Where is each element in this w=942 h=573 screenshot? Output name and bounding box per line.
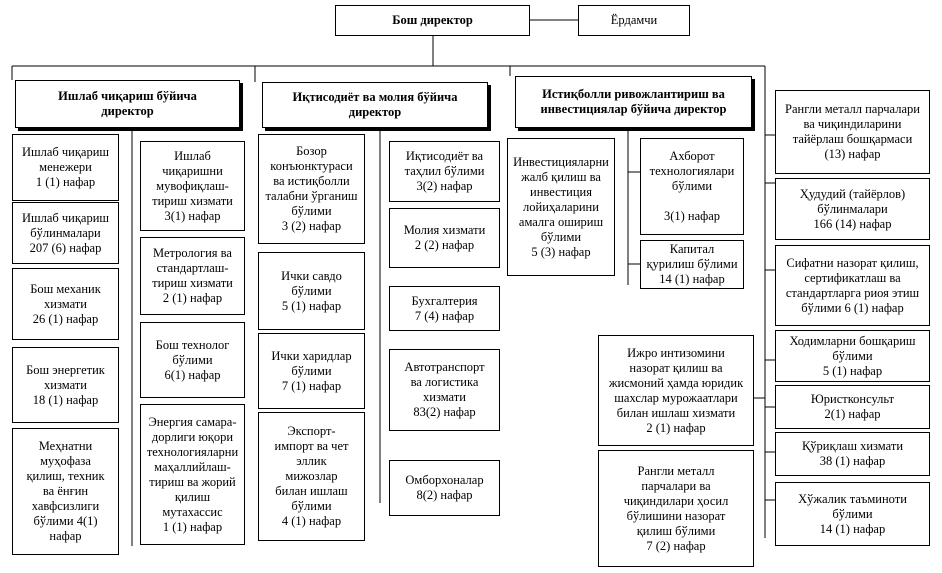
right-column-unit: Сифатни назорат қилиш, сертификатлаш ва … [775, 245, 930, 326]
production-unit: Ишлаб чиқариш менежери 1 (1) нафар [12, 134, 119, 201]
control-unit: Ижро интизомини назорат қилиш ва жисмони… [598, 335, 754, 446]
production-unit: Бош технолог бўлими 6(1) нафар [140, 322, 245, 398]
economics-unit: Бозор конъюнктураси ва истиқболли талабн… [258, 134, 365, 244]
prospective-unit: Инвестицияларни жалб қилиш ва инвестиция… [507, 138, 615, 276]
assistant-box: Ёрдамчи [578, 5, 690, 36]
production-unit: Ишлаб чиқариш бўлинмалари 207 (6) нафар [12, 202, 119, 264]
economics-unit: Экспорт- импорт ва чет эллик мижозлар би… [258, 412, 365, 541]
production-unit: Бош механик хизмати 26 (1) нафар [12, 268, 119, 340]
economics-unit: Ички харидлар бўлими 7 (1) нафар [258, 333, 365, 409]
economics-unit: Иқтисодиёт ва таҳлил бўлими 3(2) нафар [389, 141, 500, 202]
right-column-unit: Ҳудудий (тайёрлов) бўлинмалари 166 (14) … [775, 178, 930, 240]
economics-unit: Бухгалтерия 7 (4) нафар [389, 286, 500, 331]
production-unit: Бош энергетик хизмати 18 (1) нафар [12, 347, 119, 423]
production-unit: Метрология ва стандартлаш- тириш хизмати… [140, 237, 245, 315]
ceo-box: Бош директор [335, 5, 530, 36]
prospective-unit: Ахборот технологиялари бўлими 3(1) нафар [640, 138, 744, 235]
prospective-unit: Капитал қурилиш бўлими 14 (1) нафар [640, 240, 744, 289]
economics-director-box: Иқтисодиёт ва молия бўйича директор [262, 82, 488, 128]
prospective-director-box: Истиқболли ривожлантириш ва инвестицияла… [515, 76, 752, 128]
economics-unit: Ички савдо бўлими 5 (1) нафар [258, 252, 365, 330]
economics-unit: Молия хизмати 2 (2) нафар [389, 208, 500, 268]
right-column-unit: Қўриқлаш хизмати 38 (1) нафар [775, 432, 930, 476]
production-director-box: Ишлаб чиқариш бўйича директор [15, 80, 240, 128]
production-unit: Ишлаб чиқаришни мувофиқлаш- тириш хизмат… [140, 141, 245, 231]
right-column-unit: Юристконсульт 2(1) нафар [775, 385, 930, 429]
right-column-unit: Ходимларни бошқариш бўлими 5 (1) нафар [775, 330, 930, 382]
control-unit: Рангли металл парчалари ва чиқиндилари ҳ… [598, 450, 754, 567]
production-unit: Энергия самара- дорлиги юқори технология… [140, 404, 245, 545]
production-unit: Меҳнатни муҳофаза қилиш, техник ва ёнғин… [12, 428, 119, 555]
economics-unit: Омборхоналар 8(2) нафар [389, 460, 500, 516]
right-column-unit: Хўжалик таъминоти бўлими 14 (1) нафар [775, 482, 930, 546]
right-column-unit: Рангли металл парчалари ва чиқиндиларини… [775, 90, 930, 174]
economics-unit: Автотранспорт ва логистика хизмати 83(2)… [389, 349, 500, 431]
